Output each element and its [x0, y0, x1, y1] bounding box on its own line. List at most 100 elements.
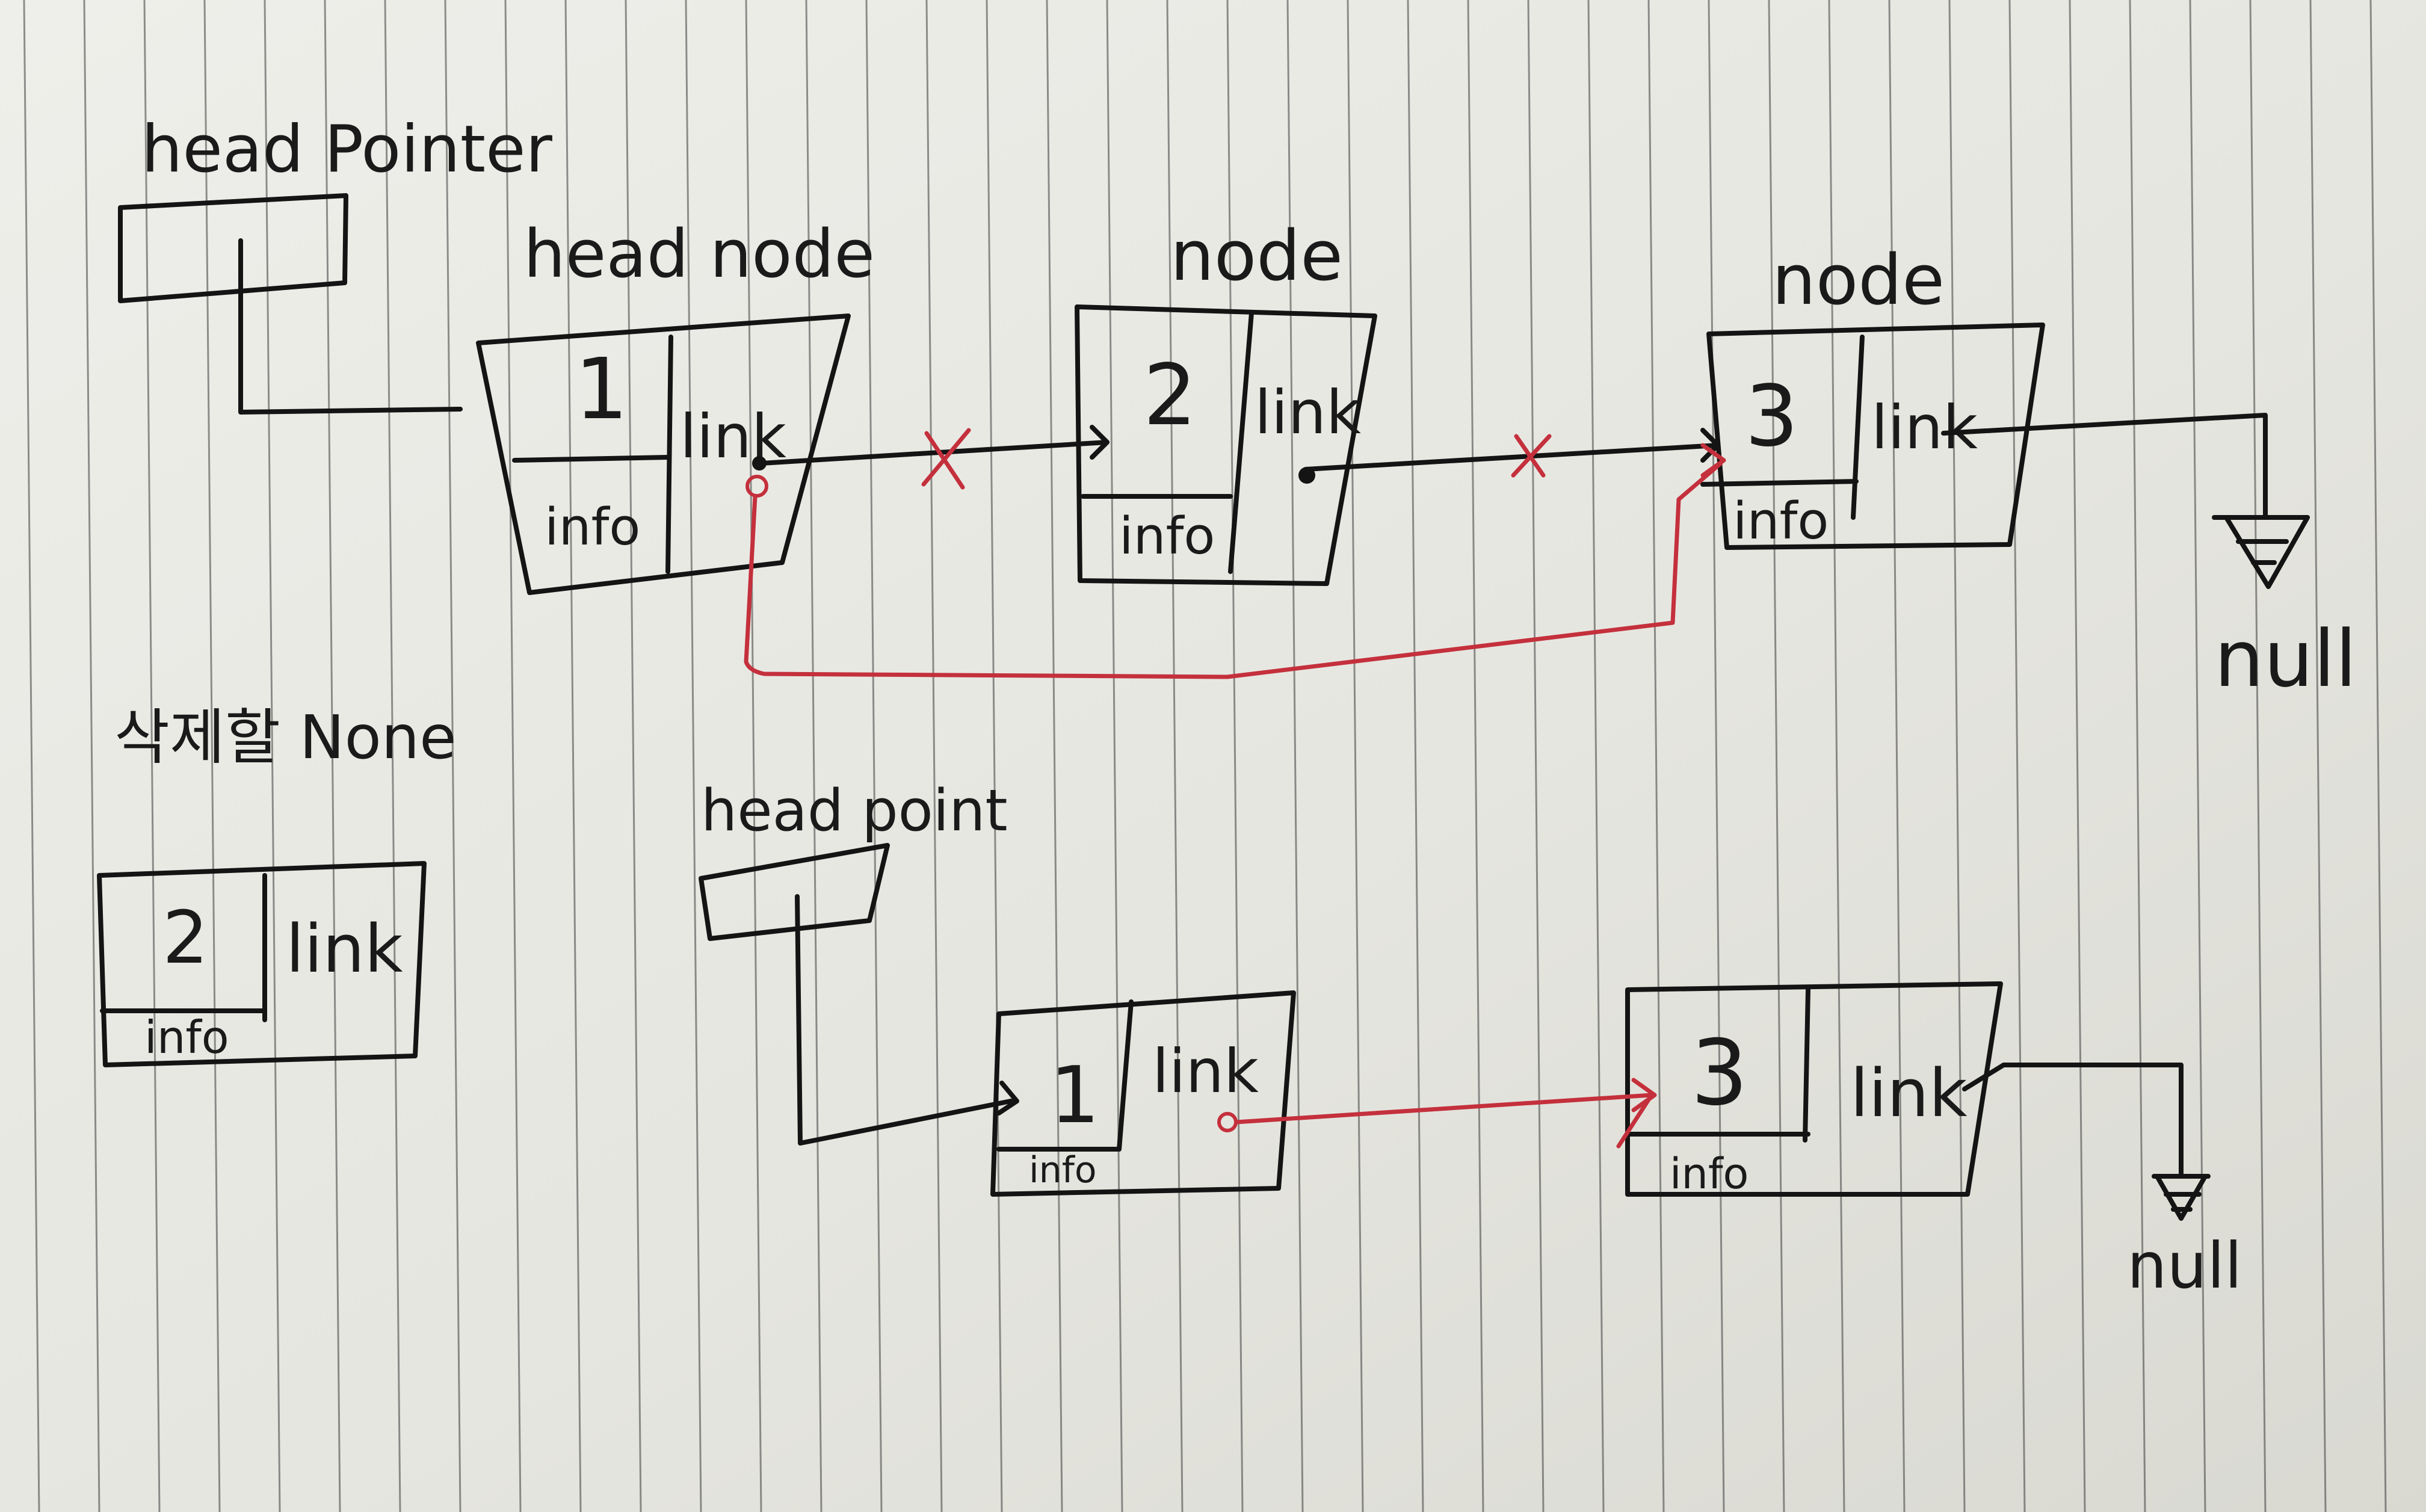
node-caption-3: node	[1772, 240, 1945, 321]
node-info-label: info	[1029, 1149, 1097, 1191]
bypass-link-1-to-3	[744, 461, 1723, 679]
ruled-line	[1286, 0, 1304, 1512]
ruled-line	[1347, 0, 1364, 1512]
ruled-line	[504, 0, 522, 1512]
ruled-line	[1587, 0, 1605, 1512]
bottom-node-3: 3 info link	[1625, 981, 2003, 1199]
bottom-head-pointer-label: head point	[701, 778, 1008, 844]
node-info-label: info	[1670, 1149, 1749, 1199]
ruled-line	[1708, 0, 1725, 1512]
head-node: 1 info link	[476, 313, 851, 595]
link-origin-dot	[752, 456, 767, 471]
node-value: 3	[1691, 1021, 1748, 1126]
null-ground-icon	[2152, 1174, 2211, 1221]
ruled-line	[1647, 0, 1665, 1512]
node-caption-2: node	[1170, 216, 1343, 297]
head-pointer-line	[795, 894, 1013, 1146]
node-box	[1625, 981, 2003, 1197]
node-box	[990, 990, 1296, 1197]
ruled-line	[1768, 0, 1785, 1512]
arrow-head	[1700, 428, 1720, 463]
node-info-label: info	[144, 1011, 229, 1064]
ruled-line	[1106, 0, 1123, 1512]
head-node-caption: head node	[523, 215, 875, 292]
node-value: 2	[1143, 347, 1197, 445]
node-link-label: link	[1871, 392, 1978, 463]
ruled-line	[1166, 0, 1184, 1512]
info-divider	[512, 455, 670, 463]
node-value: 1	[575, 341, 628, 439]
null-label: null	[2127, 1229, 2242, 1303]
link-arrow-3-to-null	[1962, 1063, 2184, 1179]
node-2: 2 info link	[1075, 304, 1377, 586]
ruled-line	[805, 0, 823, 1512]
node-value: 2	[162, 896, 208, 980]
node-box	[1706, 322, 2045, 550]
info-divider	[1700, 479, 1859, 487]
arrow-head	[1090, 425, 1110, 460]
node-divider	[665, 335, 673, 574]
cut-mark-1	[921, 428, 971, 490]
node-link-label: link	[286, 910, 403, 987]
ruled-line	[264, 0, 281, 1512]
link-origin-dot	[1298, 467, 1315, 484]
ruled-line	[324, 0, 341, 1512]
deleted-node-area: 삭제할 None 2 info link	[97, 702, 457, 1067]
link-arrow-2-to-3	[1303, 443, 1720, 472]
node-value: 3	[1745, 368, 1798, 466]
cut-mark-2	[1511, 434, 1552, 478]
ruled-line	[2008, 0, 2026, 1512]
ruled-line	[2189, 0, 2206, 1512]
node-info-label: info	[545, 498, 640, 557]
node-link-label: link	[1850, 1055, 1968, 1132]
head-pointer-label: head Pointer	[141, 112, 553, 187]
ruled-line	[1046, 0, 1063, 1512]
ruled-line	[986, 0, 1003, 1512]
deleted-caption: 삭제할 None	[114, 702, 457, 773]
ruled-line	[2069, 0, 2086, 1512]
ruled-line	[1948, 0, 1966, 1512]
ruled-line	[2129, 0, 2146, 1512]
node-3: 3 info link	[1700, 322, 2045, 551]
ruled-line	[865, 0, 883, 1512]
null-label: null	[2214, 613, 2357, 705]
bottom-linked-list: head point 1 info link 3 info link	[699, 778, 2242, 1303]
node-info-label: info	[1119, 507, 1215, 566]
ruled-line	[2369, 0, 2387, 1512]
ruled-line	[2249, 0, 2267, 1512]
node-link-label: link	[1255, 377, 1361, 448]
head-pointer-box	[699, 843, 890, 941]
node-link-label: link	[680, 401, 786, 472]
ruled-line	[745, 0, 762, 1512]
ruled-line	[23, 0, 40, 1512]
node-value: 1	[1050, 1049, 1100, 1141]
node-divider	[1851, 335, 1865, 520]
ruled-line	[384, 0, 401, 1512]
ruled-lines	[23, 0, 2387, 1512]
top-linked-list: head Pointer head node 1 info link node …	[118, 112, 2357, 705]
node-info-label: info	[1733, 492, 1829, 551]
node-divider	[1228, 310, 1254, 574]
arrow-head	[1631, 1078, 1657, 1112]
node-link-label: link	[1152, 1036, 1259, 1106]
ruled-line	[1467, 0, 1484, 1512]
ruled-line	[925, 0, 943, 1512]
link-arrow-3-to-null	[1941, 413, 2268, 520]
ruled-line	[143, 0, 161, 1512]
ruled-line	[1527, 0, 1545, 1512]
ruled-line	[83, 0, 100, 1512]
node-box	[97, 861, 427, 1067]
ruled-line	[564, 0, 582, 1512]
node-box	[476, 313, 851, 595]
ruled-line	[1226, 0, 1244, 1512]
arrow-head	[996, 1081, 1019, 1115]
ruled-line	[444, 0, 461, 1512]
ruled-line	[685, 0, 702, 1512]
head-pointer-box	[118, 193, 348, 303]
ruled-line	[1828, 0, 1845, 1512]
bottom-node-1: 1 info link	[990, 990, 1296, 1197]
arrow-head	[1700, 443, 1726, 478]
ruled-line	[2309, 0, 2327, 1512]
null-ground-icon	[2212, 515, 2310, 589]
